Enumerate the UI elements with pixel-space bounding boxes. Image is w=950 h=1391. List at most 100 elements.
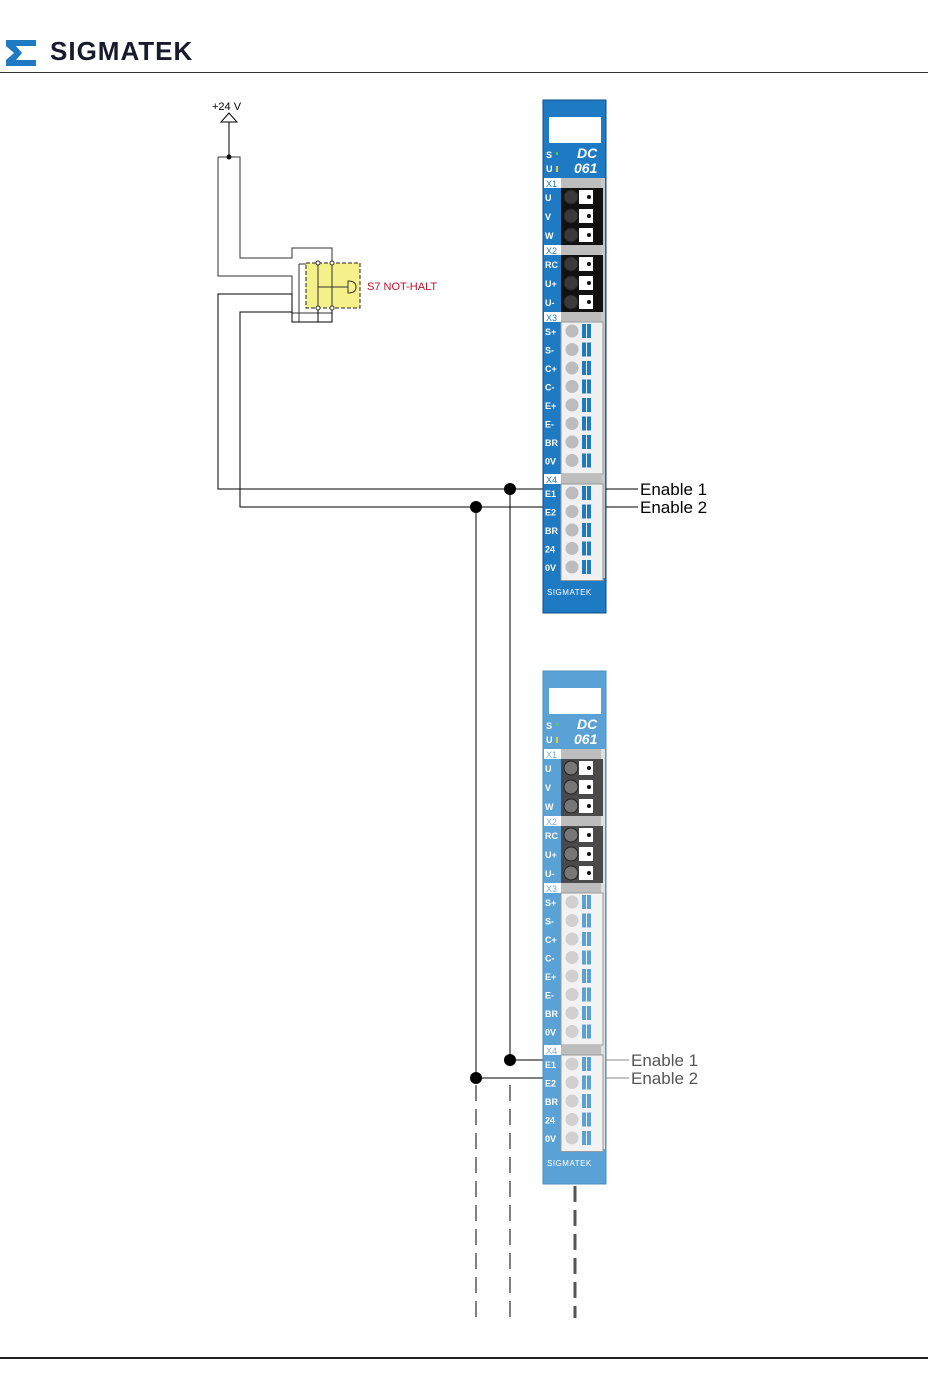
pin-label: S- [545, 917, 554, 927]
pin-label: 24 [545, 1116, 555, 1126]
terminal-release-icon [587, 435, 591, 449]
terminal-hole-icon [587, 785, 591, 789]
terminal-release-icon [582, 1076, 586, 1090]
module-footer-brand: SIGMATEK [547, 588, 592, 597]
terminal-release-icon [587, 1113, 591, 1127]
module-footer-brand: SIGMATEK [547, 1159, 592, 1168]
enable-wires [218, 294, 570, 1078]
terminal-release-icon [587, 951, 591, 965]
terminal-hole-icon [587, 871, 591, 875]
connector-header [561, 245, 601, 255]
pin-label: S- [545, 346, 554, 356]
connector-header [561, 178, 601, 188]
terminal-release-icon [582, 914, 586, 928]
footer-divider [0, 1357, 928, 1359]
terminal-release-icon [587, 361, 591, 375]
signal-label: Enable 1 [631, 1051, 698, 1070]
terminal-release-icon [587, 914, 591, 928]
status-led-icon [556, 737, 558, 743]
pin-label: BR [545, 438, 558, 448]
spring-terminal-icon [566, 561, 579, 574]
junction-enable1-bottom [504, 1054, 516, 1066]
terminal-release-icon [582, 380, 586, 394]
module-dc061-2: DC061SUX1UVWX2RCU+U-X3S+S-C+C-E+E-BR0VX4… [543, 671, 698, 1184]
terminal-release-icon [582, 1057, 586, 1071]
terminal-screw-icon [564, 847, 578, 861]
terminal-release-icon [582, 523, 586, 537]
terminal-release-icon [582, 324, 586, 338]
switch-label: S7 NOT-HALT [367, 281, 437, 293]
pin-label: U- [545, 869, 555, 879]
terminal-hole-icon [587, 766, 591, 770]
spring-terminal-icon [566, 524, 579, 537]
spring-terminal-icon [566, 1076, 579, 1089]
terminal-release-icon [587, 417, 591, 431]
terminal-release-icon [582, 1006, 586, 1020]
module-title-2: 061 [574, 731, 598, 747]
terminal-hole-icon [587, 833, 591, 837]
connector-header [561, 883, 601, 893]
pin-label: E+ [545, 972, 556, 982]
status-led-label: U [546, 735, 553, 745]
terminal-release-icon [582, 505, 586, 519]
spring-terminal-icon [566, 951, 579, 964]
terminal-hole-icon [587, 195, 591, 199]
spring-terminal-icon [566, 988, 579, 1001]
pin-label: W [545, 231, 554, 241]
terminal-hole-icon [587, 233, 591, 237]
pin-label: U+ [545, 279, 557, 289]
terminal-release-icon [582, 1094, 586, 1108]
pin-label: BR [545, 1009, 558, 1019]
terminal-release-icon [587, 542, 591, 556]
terminal-hole-icon [587, 214, 591, 218]
pin-label: V [545, 212, 551, 222]
module-title-1: DC [577, 716, 598, 732]
pin-label: BR [545, 526, 558, 536]
pin-label: 0V [545, 1028, 556, 1038]
terminal-release-icon [587, 1094, 591, 1108]
terminal-screw-icon [564, 257, 578, 271]
spring-terminal-icon [566, 362, 579, 375]
status-led-icon [556, 723, 558, 726]
terminal-release-icon [582, 1025, 586, 1039]
spring-terminal-icon [566, 1025, 579, 1038]
pin-label: U+ [545, 850, 557, 860]
supply-arrow-icon [221, 113, 237, 122]
terminal-release-icon [582, 969, 586, 983]
connector-header [561, 312, 601, 322]
terminal-release-icon [582, 1131, 586, 1145]
pin-label: C+ [545, 364, 557, 374]
terminal-release-icon [582, 486, 586, 500]
pin-label: U [545, 193, 552, 203]
emergency-stop-switch [306, 261, 360, 310]
status-led-label: S [546, 150, 552, 160]
junction-enable2-bottom [470, 1072, 482, 1084]
spring-terminal-icon [566, 436, 579, 449]
pin-label: U- [545, 298, 555, 308]
connector-header [561, 816, 601, 826]
connector-id: X4 [546, 1046, 557, 1056]
pin-label: U [545, 764, 552, 774]
connector-header [561, 474, 601, 484]
terminal-release-icon [582, 542, 586, 556]
terminal-release-icon [582, 398, 586, 412]
terminal-release-icon [587, 560, 591, 574]
terminal-hole-icon [587, 300, 591, 304]
terminal-release-icon [587, 969, 591, 983]
spring-terminal-icon [566, 380, 579, 393]
terminal-screw-icon [564, 799, 578, 813]
terminal-screw-icon [564, 190, 578, 204]
status-led-icon [556, 152, 558, 155]
junction-enable1-top [504, 483, 516, 495]
status-led-icon [556, 166, 558, 172]
terminal-release-icon [582, 951, 586, 965]
spring-terminal-icon [566, 1095, 579, 1108]
terminal-release-icon [582, 361, 586, 375]
spring-terminal-icon [566, 399, 579, 412]
spring-terminal-icon [566, 325, 579, 338]
spring-terminal-icon [566, 1007, 579, 1020]
connector-id: X3 [546, 313, 557, 323]
pin-label: C+ [545, 935, 557, 945]
terminal-release-icon [582, 932, 586, 946]
module-dc061-1: DC061SUX1UVWX2RCU+U-X3S+S-C+C-E+E-BR0VX4… [543, 100, 707, 613]
